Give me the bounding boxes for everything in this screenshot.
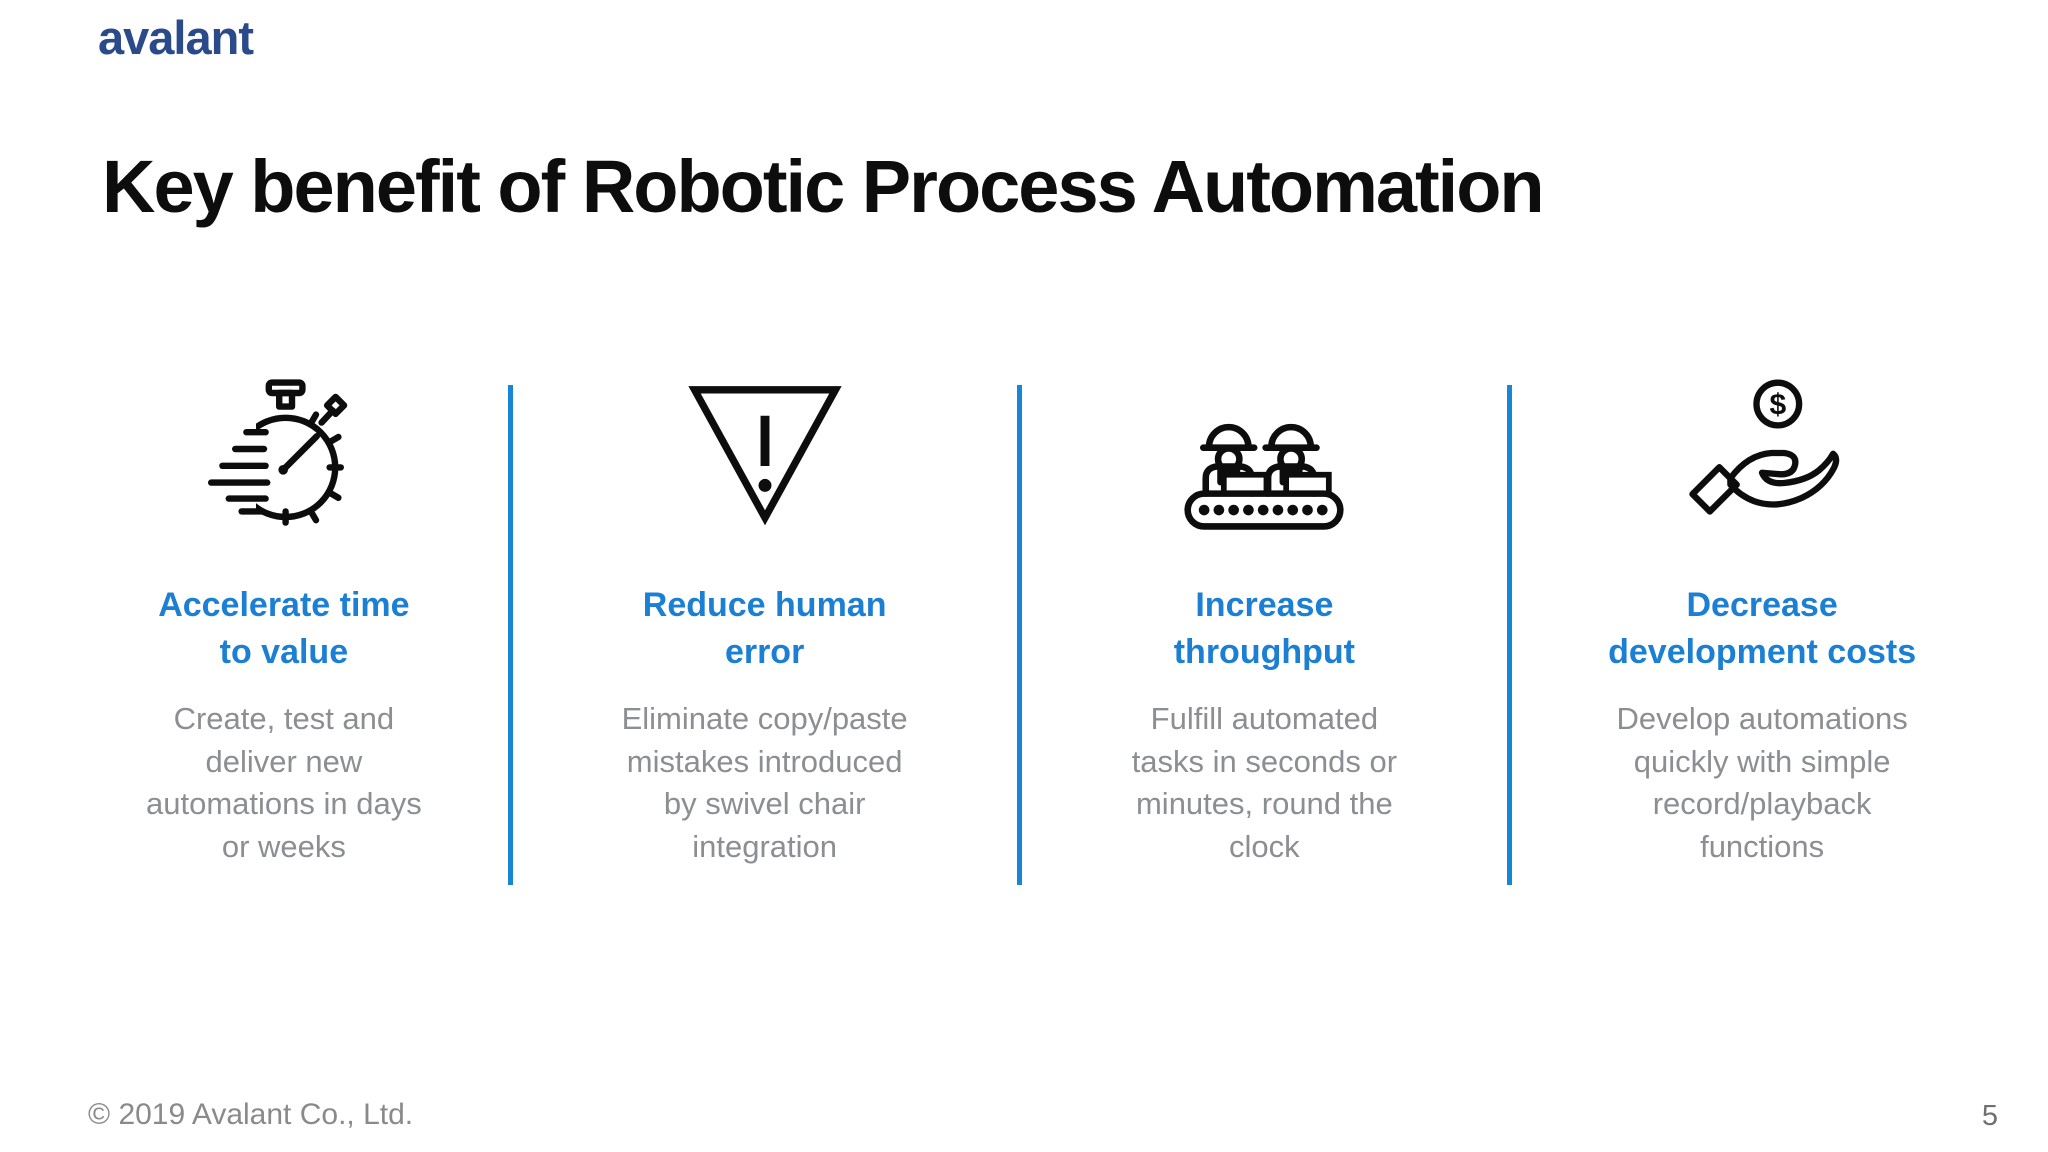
benefit-description: Create, test and deliver new automations…: [146, 700, 422, 865]
vertical-divider: [507, 385, 513, 885]
benefit-column-reduce-error: Reduce human error Eliminate copy/paste …: [513, 368, 1017, 869]
vertical-divider: [1507, 385, 1513, 885]
page-title: Key benefit of Robotic Process Automatio…: [102, 144, 1545, 228]
benefit-column-dev-costs: $ Decrease development costs Develop aut…: [1512, 368, 2012, 869]
page-number: 5: [1981, 1100, 1998, 1132]
benefit-description: Eliminate copy/paste mistakes introduced…: [621, 700, 908, 865]
hand-receiving-dollar-icon: $: [1674, 368, 1850, 538]
svg-text:$: $: [1770, 388, 1787, 421]
benefits-row: Accelerate time to value Create, test an…: [60, 368, 2012, 885]
warning-triangle-icon: [684, 368, 846, 538]
vertical-divider: [1016, 385, 1022, 885]
benefit-column-accelerate: Accelerate time to value Create, test an…: [60, 368, 508, 869]
benefit-heading: Decrease development costs: [1608, 586, 1917, 671]
assembly-line-workers-icon: [1158, 368, 1370, 538]
benefit-column-throughput: Increase throughput Fulfill automated ta…: [1022, 368, 1508, 869]
stopwatch-icon: [199, 368, 368, 538]
copyright-text: © 2019 Avalant Co., Ltd.: [88, 1098, 414, 1131]
benefit-heading: Accelerate time to value: [158, 586, 410, 671]
avalant-logo: avalant: [98, 11, 254, 64]
benefit-description: Develop automations quickly with simple …: [1616, 700, 1908, 865]
benefit-heading: Reduce human error: [642, 586, 887, 671]
benefit-heading: Increase throughput: [1173, 586, 1355, 671]
benefit-description: Fulfill automated tasks in seconds or mi…: [1131, 700, 1398, 865]
